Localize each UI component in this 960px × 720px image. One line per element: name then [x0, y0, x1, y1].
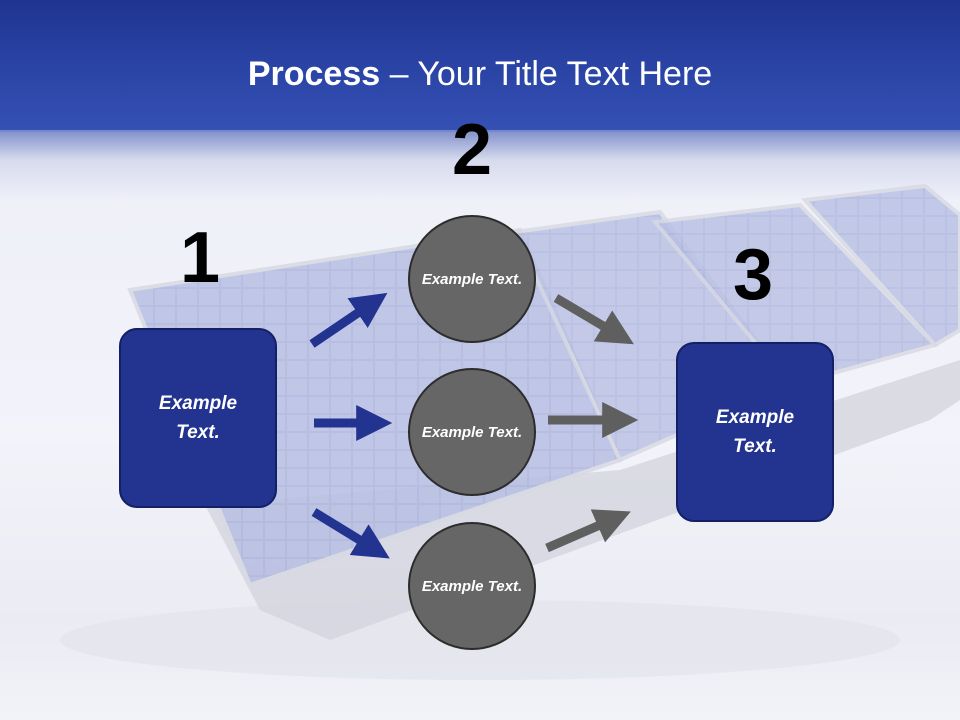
header-band — [0, 0, 960, 132]
circle-middle-label: Example Text. — [421, 423, 523, 441]
circle-step-top: Example Text. — [408, 215, 536, 343]
arrow-bottom-to-right-box — [545, 509, 631, 553]
title-rest: – Your Title Text Here — [380, 55, 713, 93]
title-bold: Process — [247, 55, 381, 93]
right-step-box: Example Text. — [676, 342, 834, 522]
arrow-top-to-right-box — [553, 294, 634, 345]
circle-step-middle: Example Text. — [408, 368, 536, 496]
left-step-box: Example Text. — [119, 328, 277, 508]
solar-panel-right-2 — [800, 183, 960, 348]
arrow-to-bottom-circle — [311, 508, 390, 559]
step-number-3: 3 — [732, 235, 774, 315]
left-step-box-label: Example Text. — [158, 393, 238, 443]
right-step-box-label: Example Text. — [715, 407, 795, 457]
circle-bottom-label: Example Text. — [421, 577, 523, 595]
slide-title: Process – Your Title Text Here — [0, 54, 960, 94]
step-number-2: 2 — [451, 110, 493, 190]
circle-top-label: Example Text. — [421, 270, 523, 288]
step-number-1: 1 — [179, 218, 221, 298]
circle-step-bottom: Example Text. — [408, 522, 536, 650]
arrow-to-top-circle — [309, 292, 388, 348]
